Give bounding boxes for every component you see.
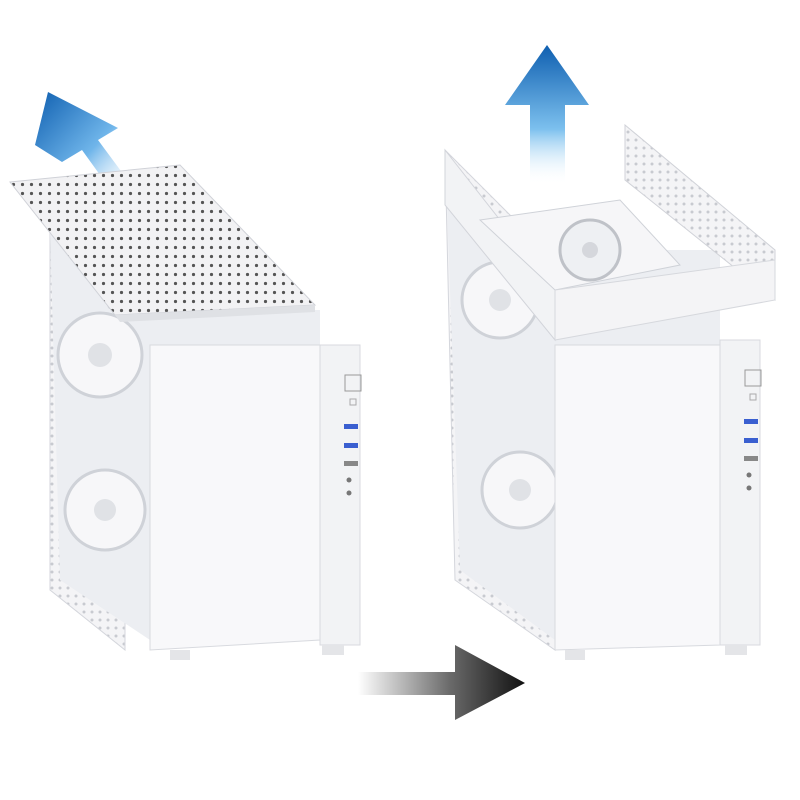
reset-button[interactable] <box>349 398 357 406</box>
usb3-port[interactable] <box>344 443 358 448</box>
power-button[interactable] <box>344 374 362 392</box>
mic-jack[interactable] <box>346 490 352 496</box>
left-case <box>9 164 361 660</box>
usb2-port[interactable] <box>744 456 758 461</box>
power-button[interactable] <box>744 369 762 387</box>
audio-jack[interactable] <box>746 472 752 478</box>
lift-arrow-up-icon <box>505 45 589 185</box>
usb3-port[interactable] <box>344 424 358 429</box>
audio-jack[interactable] <box>346 477 352 483</box>
usb2-port[interactable] <box>344 461 358 466</box>
right-case <box>444 123 776 660</box>
mic-jack[interactable] <box>746 485 752 491</box>
transition-arrow-right-icon <box>358 645 525 720</box>
left-front-io <box>344 374 362 496</box>
usb3-port[interactable] <box>744 419 758 424</box>
usb3-port[interactable] <box>744 438 758 443</box>
reset-button[interactable] <box>749 393 757 401</box>
right-front-io <box>744 369 762 491</box>
